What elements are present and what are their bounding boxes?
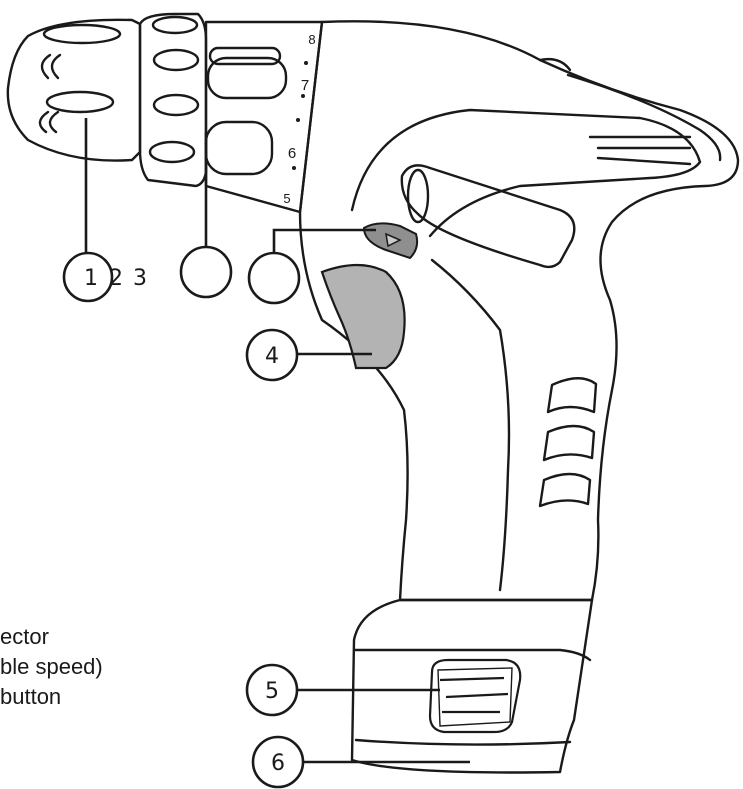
handle-ribs <box>538 377 598 508</box>
torque-scale-5: 5 <box>283 191 290 206</box>
torque-scale-6: 6 <box>288 145 296 162</box>
torque-scale-dots <box>292 61 308 170</box>
callout-circle-trigger <box>245 328 299 382</box>
drill-outline <box>6 12 740 774</box>
trigger <box>320 263 406 370</box>
extra-label-3: 3 <box>133 266 147 291</box>
drill-housing <box>298 20 740 602</box>
battery-pack <box>350 598 594 774</box>
side-panel <box>350 108 702 238</box>
callout-circle-battery-release <box>245 663 299 717</box>
vent-slot-3 <box>596 156 692 166</box>
callout-label-battery: 6 <box>271 751 285 776</box>
side-lever-grip <box>406 168 430 224</box>
callout-circle-direction-switch <box>247 251 301 305</box>
chuck <box>6 18 142 162</box>
legend-line-3: button <box>0 684 62 709</box>
callout-label-trigger: 4 <box>265 344 279 369</box>
side-lever <box>400 164 576 269</box>
top-ridge <box>538 57 572 72</box>
legend-line-1: ector <box>0 624 49 649</box>
leader-lines <box>84 118 470 764</box>
callout-circle-chuck <box>62 251 114 303</box>
torque-scale-8: 8 <box>308 32 315 47</box>
torque-scale-7: 7 <box>301 77 309 94</box>
callout-label-chuck: 1 <box>84 266 98 291</box>
callout-circle-collar <box>179 245 233 299</box>
chuck-collar <box>138 12 208 188</box>
callout-circle-battery <box>251 735 305 789</box>
grip-seam <box>430 258 511 592</box>
callout-circles <box>62 245 305 789</box>
torque-ring <box>204 20 324 214</box>
extra-label-2: 2 <box>109 266 123 291</box>
battery-release-button <box>428 658 522 734</box>
rear-grip-line <box>566 73 722 162</box>
callout-label-battery-release: 5 <box>265 679 279 704</box>
legend-line-2: ble speed) <box>0 654 103 679</box>
leader-direction-switch <box>272 228 376 254</box>
direction-arrow-icon <box>385 232 402 248</box>
